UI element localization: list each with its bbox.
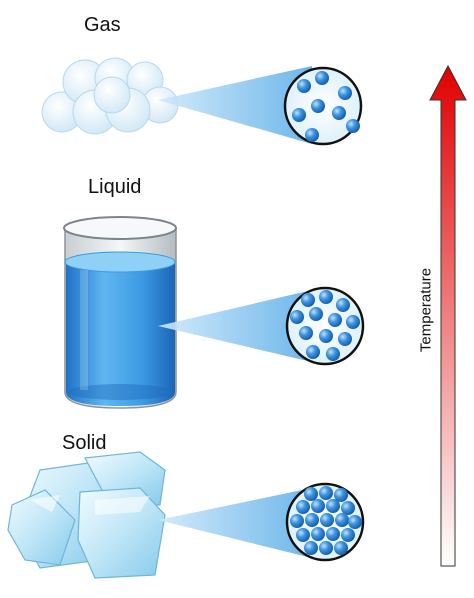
liquid-particles [290, 290, 360, 361]
liquid-zoom-beam [158, 290, 312, 362]
gas-zoom-beam [158, 66, 312, 144]
solid-ice-cubes [7, 451, 166, 579]
solid-zoom-beam [158, 488, 312, 558]
solid-label: Solid [62, 432, 107, 454]
liquid-label: Liquid [88, 176, 142, 198]
gas-cloud [41, 57, 179, 135]
gas-particles [292, 71, 360, 142]
gas-label: Gas [84, 14, 121, 36]
gas-zoom-circle [283, 66, 363, 146]
liquid-zoom-circle [285, 286, 365, 366]
liquid-beaker [63, 216, 177, 409]
temperature-arrow [429, 64, 467, 567]
solid-particles [290, 486, 362, 555]
temperature-label: Temperature [417, 267, 435, 353]
solid-zoom-circle [285, 482, 365, 562]
